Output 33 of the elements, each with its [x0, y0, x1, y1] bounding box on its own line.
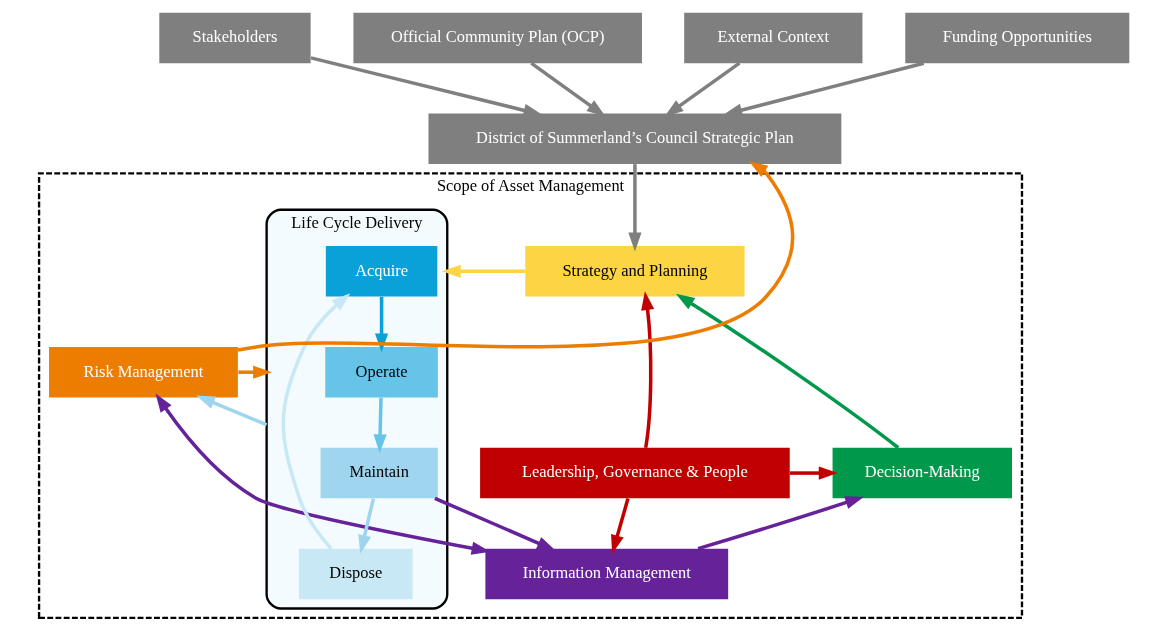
arrow [789, 466, 838, 480]
node-box: Leadership, Governance & People [479, 447, 790, 499]
node-box: Operate [324, 347, 438, 398]
arrow [675, 293, 899, 450]
arrow [281, 293, 350, 550]
arrow [357, 498, 375, 554]
arrow [237, 365, 272, 379]
node-box: Information Management [484, 548, 728, 600]
arrow [697, 496, 864, 551]
arrow [195, 395, 267, 427]
node-box: Decision-Making [832, 447, 1012, 499]
node-box: Dispose [298, 548, 413, 600]
node-box: External Context [683, 12, 862, 64]
arrow [373, 397, 387, 454]
node-box: Stakeholders [158, 12, 311, 64]
node-box: Maintain [320, 447, 438, 499]
node-box: Official Community Plan (OCP) [352, 12, 642, 64]
arrow [722, 61, 924, 117]
arrow [441, 264, 525, 278]
node-box: Acquire [325, 246, 437, 297]
node-box: Risk Management [48, 347, 238, 398]
node-box: Strategy and Planning [524, 246, 745, 297]
arrow [374, 296, 388, 353]
node-box: Funding Opportunities [904, 12, 1129, 64]
arrow [529, 61, 606, 117]
arrow [610, 498, 630, 554]
arrow [310, 56, 542, 117]
arrow [627, 164, 641, 252]
node-box: District of Summerland’s Council Strategic Plan [428, 113, 841, 164]
arrow [237, 161, 794, 352]
arrow [433, 496, 556, 551]
arrow [664, 61, 740, 117]
arrow [640, 291, 654, 448]
